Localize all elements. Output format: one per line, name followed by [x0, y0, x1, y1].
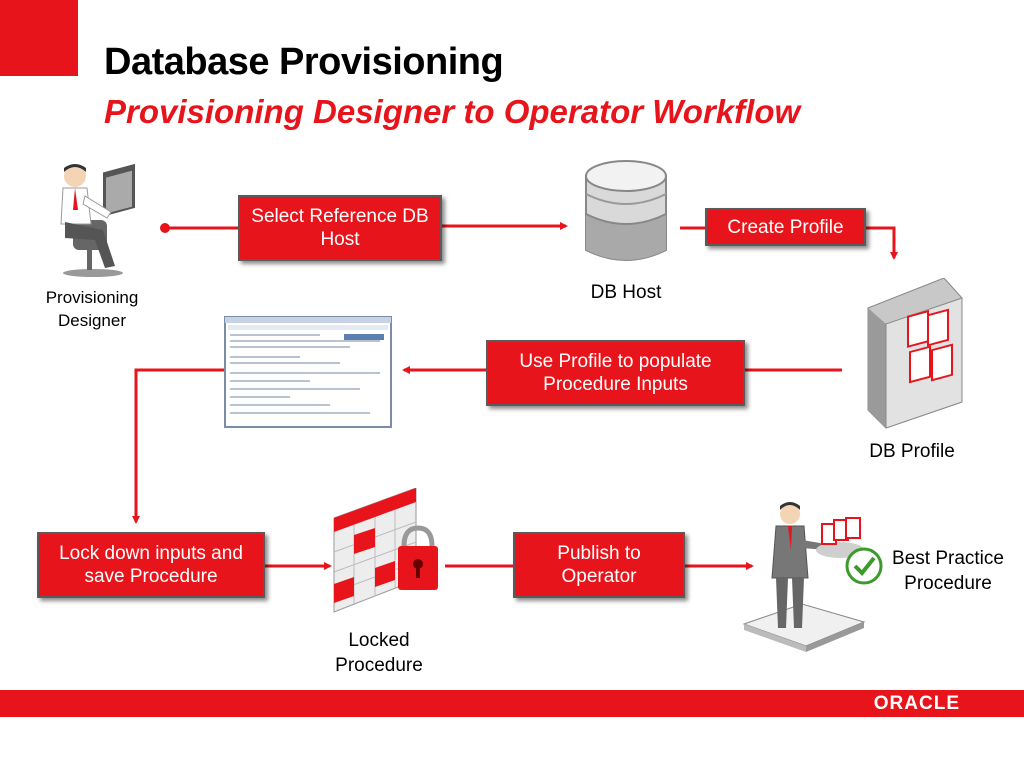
oracle-logo: ORACLE — [873, 693, 960, 714]
lock-down-box: Lock down inputs and save Procedure — [37, 532, 265, 598]
db-profile-label: DB Profile — [869, 441, 955, 462]
checkmark-icon — [845, 547, 883, 585]
locked-procedure-label: Locked Procedure — [335, 630, 423, 676]
person-at-computer-icon — [60, 163, 135, 277]
provisioning-designer-label: Provisioning Designer — [45, 288, 139, 330]
page-title: Database Provisioning — [104, 41, 504, 83]
server-cabinet-icon — [867, 278, 963, 429]
arrow-create-to-profile — [866, 226, 898, 260]
arrow-screenshot-to-lock — [132, 368, 224, 524]
page-subtitle: Provisioning Designer to Operator Workfl… — [104, 93, 801, 130]
screenshot-thumbnail-icon — [224, 316, 392, 428]
publish-box: Publish to Operator — [513, 532, 685, 598]
select-reference-box: Select Reference DB Host — [238, 195, 442, 261]
database-cylinder-icon — [585, 160, 667, 261]
use-profile-box: Use Profile to populate Procedure Inputs — [486, 340, 745, 406]
db-host-label: DB Host — [590, 282, 662, 303]
create-profile-box: Create Profile — [705, 208, 866, 246]
footer-bar: ORACLE — [0, 690, 1024, 717]
locked-calendar-icon — [333, 488, 438, 613]
corner-accent — [0, 0, 78, 76]
best-practice-label: Best Practice Procedure — [892, 548, 1004, 594]
